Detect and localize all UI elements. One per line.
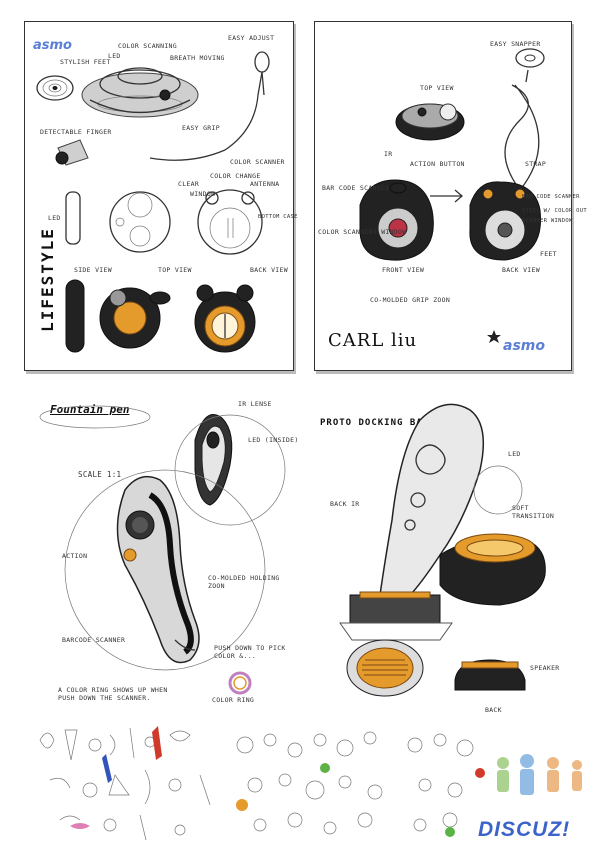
s1-label-2: BREATH MOVING	[170, 54, 225, 62]
fp-label-2: SCALE 1:1	[78, 470, 122, 479]
lanyard-strap	[149, 51, 270, 161]
fp-label-5: BARCODE SCANNER	[62, 636, 126, 644]
doodle-group-left	[39, 727, 211, 841]
db-label-2: BACK IR	[330, 500, 360, 508]
db-label-1: SOFT TRANSITION	[512, 504, 555, 520]
s1-label-14: SIDE VIEW	[74, 266, 112, 274]
s1-label-0: COLOR SCANNING	[118, 42, 177, 50]
s1-label-6: EASY GRIP	[182, 124, 220, 132]
fp-label-7: A COLOR RING SHOWS UP WHEN PUSH DOWN THE…	[58, 686, 168, 702]
rendered-views	[65, 279, 256, 353]
designer-signature: CARL liu	[328, 330, 418, 351]
s2-label-12: BACK VIEW	[502, 266, 540, 274]
doodle-group-right	[407, 733, 474, 832]
s1-label-15: TOP VIEW	[158, 266, 192, 274]
green-doodle	[320, 763, 330, 773]
s2-label-3: ACTION BUTTON	[410, 160, 465, 168]
s1-label-7: COLOR SCANNER	[230, 158, 285, 166]
discuz-watermark: DISCUZ!	[478, 818, 571, 841]
docking-stand	[339, 591, 453, 641]
s2-label-7: BAR CODE SCANNER	[522, 194, 580, 200]
s1-label-13: LED	[48, 214, 61, 222]
fp-label-3: ACTION	[62, 552, 88, 560]
green-doodle-right	[445, 827, 455, 837]
s2-label-10: FEET	[540, 250, 557, 258]
db-label-0: LED	[508, 450, 521, 458]
red-doodle-right	[475, 768, 485, 778]
s1-label-5: DETECTABLE FINGER	[40, 128, 112, 136]
s1-label-4: STYLISH FEET	[60, 58, 111, 66]
s2-label-0: EASY SNAPPER	[490, 40, 541, 48]
speaker-top-view	[346, 639, 424, 697]
top-view-device	[395, 103, 465, 141]
saucer-device	[81, 67, 199, 118]
s2-label-9: SCANNER WINDOW	[522, 218, 573, 224]
fp-label-1: LED (INSIDE)	[248, 436, 299, 444]
s1-label-16: BACK VIEW	[250, 266, 288, 274]
s2-label-4: BAR CODE SCANNER	[322, 184, 390, 192]
s1-label-12: BOTTOM CASE	[258, 214, 298, 220]
db-label-3: SPEAKER	[530, 664, 560, 672]
s2-label-1: TOP VIEW	[420, 84, 454, 92]
docking-base-title: PROTO DOCKING BASE	[320, 418, 436, 428]
s2-label-11: FRONT VIEW	[382, 266, 425, 274]
s2-label-5: COLOR SCANNING WINDOW	[318, 228, 407, 236]
fp-label-6: PUSH DOWN TO PICK COLOR &...	[214, 644, 286, 660]
pink-doodle	[70, 823, 90, 829]
snapper-ring	[515, 48, 545, 83]
sheet2-asmo-mark	[487, 330, 501, 343]
s2-label-13: CO-MOLDED GRIP ZOON	[370, 296, 451, 304]
s2-label-8: STEEL W/ COLOR OUT	[522, 208, 588, 214]
orthographic-views	[65, 189, 263, 255]
asmo-logo-top-left: asmo	[33, 38, 72, 53]
back-view-device	[469, 181, 542, 261]
spiral-disc	[36, 75, 74, 101]
fp-label-0: IR LENSE	[238, 400, 272, 408]
fp-label-8: COLOR RING	[212, 696, 255, 704]
fountain-top-device	[194, 414, 233, 506]
s1-label-1: LED	[108, 52, 121, 60]
s1-label-10: COLOR CHANGE	[210, 172, 261, 180]
s2-label-2: IR	[384, 150, 393, 158]
s1-label-8: CLEAR	[178, 180, 200, 188]
strap-loop	[504, 84, 540, 192]
asmo-logo-bottom-right: asmo	[503, 338, 545, 354]
color-ring-icon	[228, 671, 252, 695]
s1-label-9: WINDOW	[190, 190, 216, 198]
small-clip-part	[55, 139, 89, 166]
s1-label-3: EASY ADJUST	[228, 34, 275, 42]
discuz-people-icon	[497, 754, 582, 795]
fp-label-4: CO-MOLDED HOLDING ZOON	[208, 574, 280, 590]
fountain-main-body	[116, 475, 200, 664]
db-label-4: BACK	[485, 706, 502, 714]
docking-base-render	[439, 533, 546, 606]
s1-label-11: ANTENNA	[250, 180, 280, 188]
front-view-device	[359, 179, 434, 261]
doodle-group-middle	[236, 731, 383, 835]
blue-doodle	[102, 754, 112, 783]
s2-label-6: STRAP	[525, 160, 547, 168]
red-doodle	[152, 726, 162, 760]
speaker-side-view	[454, 659, 526, 691]
arrow-front-to-back	[430, 189, 463, 203]
orange-doodle	[236, 799, 248, 811]
